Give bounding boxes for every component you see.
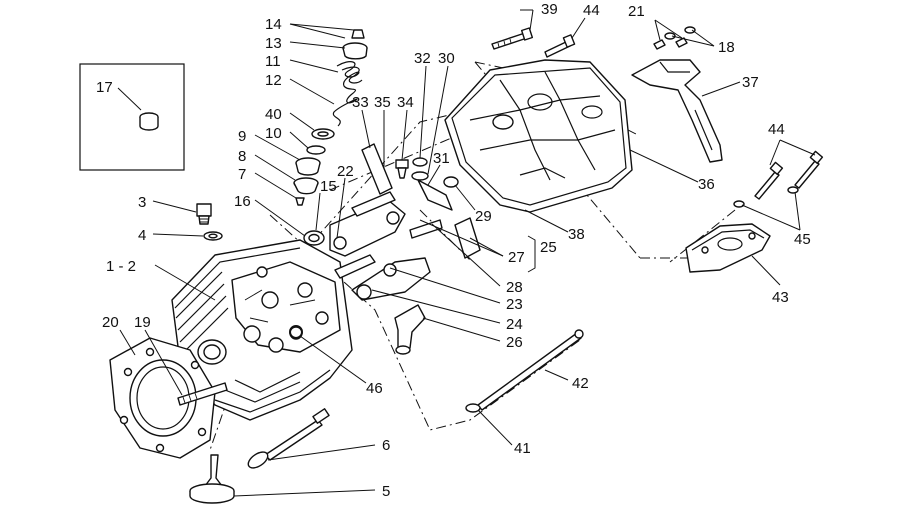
callout-15: 15 (320, 178, 337, 195)
callout-6: 6 (382, 437, 390, 454)
callout-44-top: 44 (583, 2, 600, 19)
callout-33: 33 (352, 94, 369, 111)
callout-12: 12 (265, 72, 282, 89)
callout-21: 21 (628, 3, 645, 20)
pushrod (477, 329, 584, 411)
callout-42: 42 (572, 375, 589, 392)
callout-35: 35 (374, 94, 391, 111)
rocker-arm-assembly (334, 157, 481, 301)
callout-24: 24 (506, 316, 523, 333)
callout-7: 7 (238, 166, 246, 183)
callout-16: 16 (234, 193, 251, 210)
inset-box-part-17 (79, 63, 185, 171)
callout-37: 37 (742, 74, 759, 91)
callout-8: 8 (238, 148, 246, 165)
callout-46: 46 (366, 380, 383, 397)
callout-34: 34 (397, 94, 414, 111)
valve-cover (444, 59, 633, 213)
callout-3: 3 (138, 194, 146, 211)
callout-40: 40 (265, 106, 282, 123)
cover-bracket (631, 59, 723, 163)
callout-18: 18 (718, 39, 735, 56)
exhaust-valve (189, 454, 235, 504)
callout-labels: 14 13 11 12 40 10 9 8 7 16 15 22 17 3 4 … (96, 1, 811, 500)
callout-36: 36 (698, 176, 715, 193)
callout-4: 4 (138, 227, 146, 244)
callout-44-right: 44 (768, 121, 785, 138)
callout-17: 17 (96, 79, 113, 96)
valve-guide (303, 230, 325, 246)
small-bolt-34 (395, 159, 409, 179)
callout-20: 20 (102, 314, 119, 331)
callout-39: 39 (541, 1, 558, 18)
washer (203, 231, 223, 241)
nut (465, 403, 481, 413)
drain-plug (196, 203, 212, 225)
lever-26 (394, 304, 426, 355)
rocker-support-22 (329, 191, 406, 257)
callout-23: 23 (506, 296, 523, 313)
valve-spring-stack (293, 29, 368, 206)
cover-bolt-44-top (544, 34, 576, 58)
leader-lines (119, 9, 816, 497)
bracket-screws (653, 26, 696, 50)
callout-25: 25 (540, 239, 557, 256)
stud-bolt (177, 382, 228, 406)
callout-27: 27 (508, 249, 525, 266)
callout-30: 30 (438, 50, 455, 67)
side-cover (685, 223, 771, 273)
callout-22: 22 (337, 163, 354, 180)
pushrod-tube-33 (361, 143, 393, 195)
cylinder-head (171, 239, 353, 421)
callout-11: 11 (265, 53, 281, 70)
head-gasket (109, 337, 216, 459)
o-ring (289, 325, 303, 339)
callout-28: 28 (506, 279, 523, 296)
callout-38: 38 (568, 226, 585, 243)
callout-45: 45 (794, 231, 811, 248)
callout-5: 5 (382, 483, 390, 500)
side-cover-bolts (733, 150, 824, 208)
callout-29: 29 (475, 208, 492, 225)
callout-9: 9 (238, 128, 246, 145)
callout-19: 19 (134, 314, 151, 331)
callout-13: 13 (265, 35, 282, 52)
callout-32: 32 (414, 50, 431, 67)
intake-valve (247, 408, 330, 469)
callout-41: 41 (514, 440, 531, 457)
callout-31: 31 (433, 150, 450, 167)
callout-10: 10 (265, 125, 282, 142)
callout-43: 43 (772, 289, 789, 306)
callout-26: 26 (506, 334, 523, 351)
callout-1-2: 1 - 2 (106, 258, 136, 275)
cover-bolt-39 (491, 27, 534, 50)
callout-14: 14 (265, 16, 282, 33)
